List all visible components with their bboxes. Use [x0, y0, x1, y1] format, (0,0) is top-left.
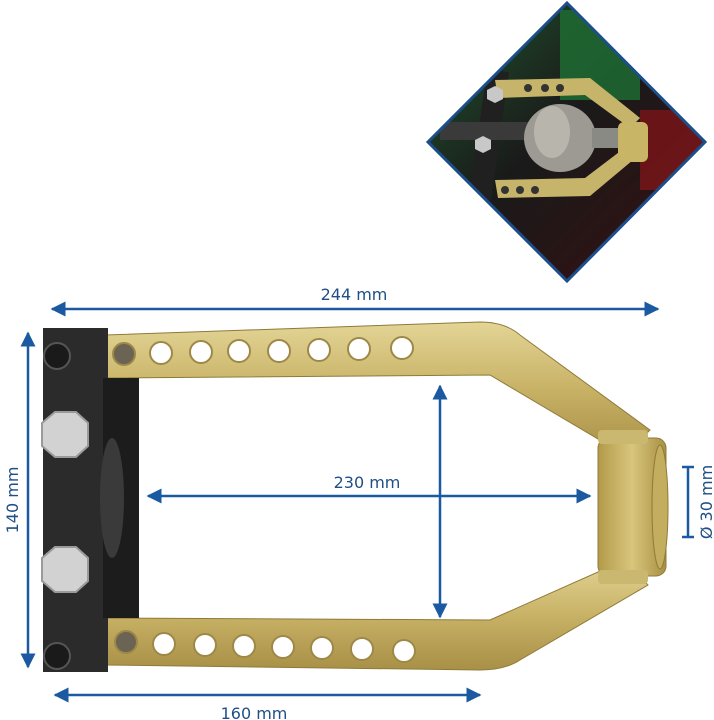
- label-height: 140 mm: [3, 467, 22, 534]
- label-crossbar-span: 160 mm: [221, 704, 288, 720]
- upper-arm: [104, 321, 651, 456]
- puller-tool: [41, 321, 669, 672]
- label-inner-length: 230 mm: [334, 473, 401, 492]
- dimension-lines: [20, 301, 694, 703]
- lower-arm: [104, 559, 649, 671]
- upper-arm-holes: [112, 336, 414, 366]
- inset-photo: [425, 0, 708, 284]
- label-overall-length: 244 mm: [321, 285, 388, 304]
- dim-collar-diameter: [682, 465, 694, 539]
- crossbar: [41, 328, 139, 672]
- collar: [597, 430, 669, 584]
- label-collar-diameter: Ø 30 mm: [697, 465, 714, 539]
- lower-arm-holes: [114, 630, 416, 663]
